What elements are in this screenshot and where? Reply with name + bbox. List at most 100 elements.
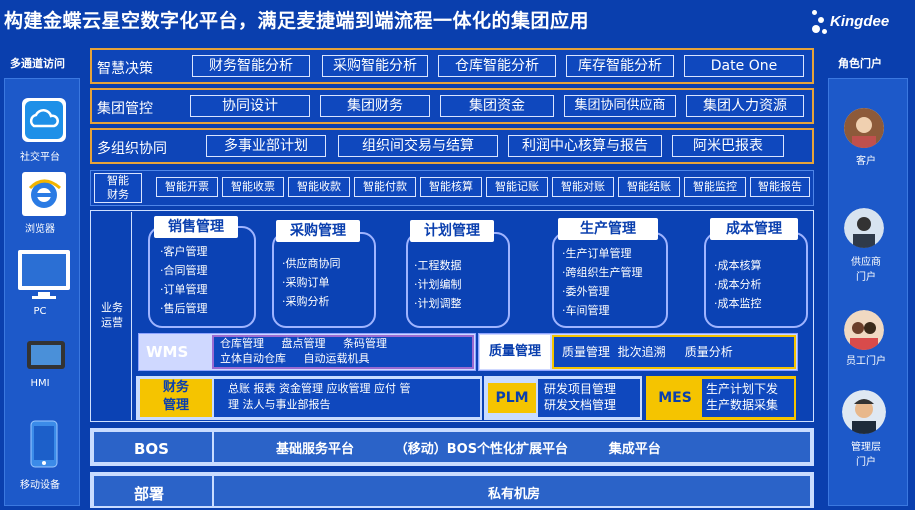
module-item: ·计划编制 xyxy=(414,278,462,291)
row-label: 智慧决策 xyxy=(97,61,153,77)
smart-finance-cell[interactable]: 智能记账 xyxy=(486,177,548,197)
right-item-label: 员工门户 xyxy=(846,356,886,367)
bos-label-box xyxy=(94,432,212,462)
plm-line: 研发项目管理 xyxy=(544,382,617,396)
quality-label: 质量管理 xyxy=(480,335,550,369)
logo-dot-icon xyxy=(818,17,824,23)
logo-dot-icon xyxy=(812,25,820,33)
plm-line: 研发文档管理 xyxy=(544,398,617,412)
bos-label: BOS xyxy=(134,440,169,458)
employee-avatar[interactable] xyxy=(844,310,884,350)
module-cost[interactable] xyxy=(704,232,808,328)
finance-content[interactable] xyxy=(214,379,480,417)
cell-group-hr[interactable]: 集团人力资源 xyxy=(686,95,804,117)
cloud-icon[interactable] xyxy=(22,98,66,142)
module-item: ·采购订单 xyxy=(282,276,330,289)
module-item: ·成本分析 xyxy=(714,278,762,291)
deploy-content[interactable] xyxy=(214,476,810,506)
plm-label: PLM xyxy=(488,383,536,413)
wms-label: WMS xyxy=(146,343,189,361)
page-title: 构建金蝶云星空数字化平台，满足麦捷端到端流程一体化的集团应用 xyxy=(4,10,590,32)
module-title: 成本管理 xyxy=(710,218,798,240)
finance-label: 财务 管理 xyxy=(140,379,212,417)
cell-amoeba-report[interactable]: 阿米巴报表 xyxy=(672,135,784,157)
cell-group-funds[interactable]: 集团资金 xyxy=(440,95,554,117)
smart-finance-cell[interactable]: 智能收款 xyxy=(288,177,350,197)
module-item: ·订单管理 xyxy=(160,283,208,296)
smart-finance-cell[interactable]: 智能对账 xyxy=(552,177,614,197)
module-item: ·客户管理 xyxy=(160,245,208,258)
supplier-avatar[interactable] xyxy=(844,208,884,248)
module-item: ·委外管理 xyxy=(562,285,610,298)
module-title: 销售管理 xyxy=(154,216,238,238)
right-panel xyxy=(828,78,908,506)
right-item-label: 供应商 门户 xyxy=(851,257,881,283)
cell-date-one[interactable]: Date One xyxy=(684,55,804,77)
row-label: 集团管控 xyxy=(97,101,153,117)
smart-finance-cell[interactable]: 智能付款 xyxy=(354,177,416,197)
left-panel-header: 多通道访问 xyxy=(10,57,65,70)
left-item-label: 移动设备 xyxy=(20,480,60,491)
module-item: ·成本核算 xyxy=(714,259,762,272)
cell-multi-bu-plan[interactable]: 多事业部计划 xyxy=(206,135,326,157)
module-item: ·工程数据 xyxy=(414,259,462,272)
module-item: ·计划调整 xyxy=(414,297,462,310)
left-item-label: HMI xyxy=(30,378,50,389)
module-items: ·成本核算 ·成本分析 ·成本监控 xyxy=(714,256,762,313)
quality-content[interactable]: 质量管理 批次追溯 质量分析 xyxy=(552,335,796,369)
mes-line: 生产数据采集 xyxy=(706,398,779,412)
cell-profit-center[interactable]: 利润中心核算与报告 xyxy=(508,135,662,157)
left-item-label: PC xyxy=(33,306,47,317)
module-item: ·车间管理 xyxy=(562,304,610,317)
smart-finance-cell[interactable]: 智能报告 xyxy=(750,177,810,197)
left-item-label: 浏览器 xyxy=(25,224,55,235)
deploy-text: 私有机房 xyxy=(488,487,541,502)
kingdee-logo: Kingdee xyxy=(808,4,913,40)
module-production[interactable] xyxy=(552,232,668,328)
bos-text: 基础服务平台 （移动）BOS个性化扩展平台 集成平台 xyxy=(276,442,661,457)
smart-finance-cell[interactable]: 智能结账 xyxy=(618,177,680,197)
cell-collab-design[interactable]: 协同设计 xyxy=(190,95,310,117)
smart-finance-cell[interactable]: 智能收票 xyxy=(222,177,284,197)
deploy-label: 部署 xyxy=(134,485,165,503)
module-item: ·成本监控 xyxy=(714,297,762,310)
smart-finance-cell[interactable]: 智能监控 xyxy=(684,177,746,197)
wms-line: 立体自动仓库 自动运载机具 xyxy=(220,352,370,365)
business-label: 业务 运营 xyxy=(101,301,123,329)
customer-avatar[interactable] xyxy=(844,108,884,148)
pc-icon[interactable] xyxy=(16,248,72,300)
manager-avatar[interactable] xyxy=(842,390,886,434)
logo-dot-icon xyxy=(822,29,827,34)
business-label-column xyxy=(92,212,132,420)
mobile-icon[interactable] xyxy=(30,420,58,468)
module-planning[interactable] xyxy=(406,232,510,328)
cell-group-finance[interactable]: 集团财务 xyxy=(320,95,430,117)
mes-content[interactable] xyxy=(702,379,794,417)
finance-line: 总账 报表 资金管理 应收管理 应付 管 xyxy=(228,382,411,395)
wms-line: 仓库管理 盘点管理 条码管理 xyxy=(220,337,387,350)
cell-finance-analysis[interactable]: 财务智能分析 xyxy=(192,55,310,77)
smart-finance-cell[interactable]: 智能核算 xyxy=(420,177,482,197)
mes-line: 生产计划下发 xyxy=(706,382,779,396)
plm-content[interactable] xyxy=(538,379,640,417)
wms-content[interactable] xyxy=(212,335,474,369)
cell-inter-org-trade[interactable]: 组织间交易与结算 xyxy=(338,135,498,157)
module-sales[interactable] xyxy=(148,226,256,328)
browser-icon[interactable] xyxy=(22,172,66,216)
module-items: ·供应商协同 ·采购订单 ·采购分析 xyxy=(282,254,341,311)
module-item: ·合同管理 xyxy=(160,264,208,277)
cell-purchase-analysis[interactable]: 采购智能分析 xyxy=(322,55,428,77)
smart-finance-cell[interactable]: 智能开票 xyxy=(156,177,218,197)
smart-finance-label: 智能 财务 xyxy=(94,173,142,203)
module-item: ·跨组织生产管理 xyxy=(562,266,643,279)
cell-group-supplier[interactable]: 集团协同供应商 xyxy=(564,95,676,117)
cell-warehouse-analysis[interactable]: 仓库智能分析 xyxy=(438,55,556,77)
right-panel-header: 角色门户 xyxy=(838,57,882,70)
row-label: 多组织协同 xyxy=(97,141,167,157)
hmi-icon[interactable] xyxy=(26,340,66,370)
bos-content[interactable] xyxy=(214,432,810,462)
module-item: ·供应商协同 xyxy=(282,257,341,270)
module-item: ·售后管理 xyxy=(160,302,208,315)
module-purchase[interactable] xyxy=(272,232,376,328)
cell-inventory-analysis[interactable]: 库存智能分析 xyxy=(566,55,674,77)
